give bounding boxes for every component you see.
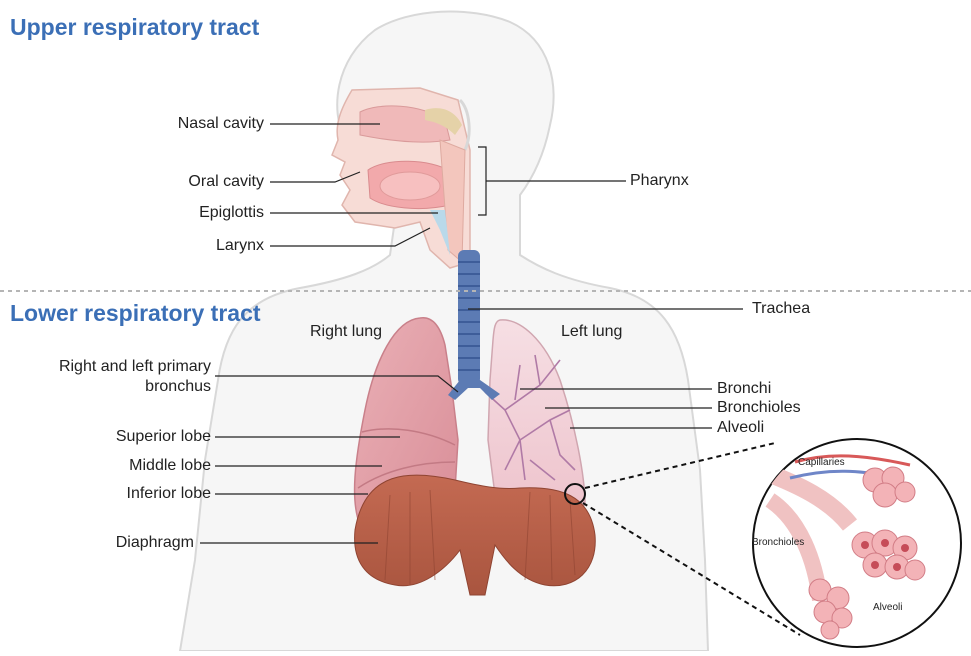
inset-label-capillaries: Capillaries <box>798 457 845 468</box>
label-pharynx: Pharynx <box>630 171 689 190</box>
label-alveoli: Alveoli <box>717 418 764 437</box>
upper-tract-title: Upper respiratory tract <box>10 14 259 41</box>
label-trachea: Trachea <box>752 299 810 318</box>
label-oral-cavity: Oral cavity <box>188 172 264 191</box>
label-epiglottis: Epiglottis <box>199 203 264 222</box>
inset-label-alveoli: Alveoli <box>873 602 902 613</box>
label-primary-bronchus-line1: Right and left primary <box>59 357 211 376</box>
label-right-lung: Right lung <box>310 322 382 341</box>
label-larynx: Larynx <box>216 236 264 255</box>
lower-tract-title: Lower respiratory tract <box>10 300 261 327</box>
label-primary-bronchus-line2: bronchus <box>145 377 211 396</box>
label-diaphragm: Diaphragm <box>116 533 194 552</box>
label-bronchi: Bronchi <box>717 379 771 398</box>
inset-label-bronchioles: Bronchioles <box>752 537 804 548</box>
label-left-lung: Left lung <box>561 322 622 341</box>
label-middle-lobe: Middle lobe <box>129 456 211 475</box>
label-inferior-lobe: Inferior lobe <box>127 484 212 503</box>
label-superior-lobe: Superior lobe <box>116 427 211 446</box>
label-nasal-cavity: Nasal cavity <box>178 114 264 133</box>
diaphragm-illustration <box>355 475 596 595</box>
label-bronchioles: Bronchioles <box>717 398 801 417</box>
